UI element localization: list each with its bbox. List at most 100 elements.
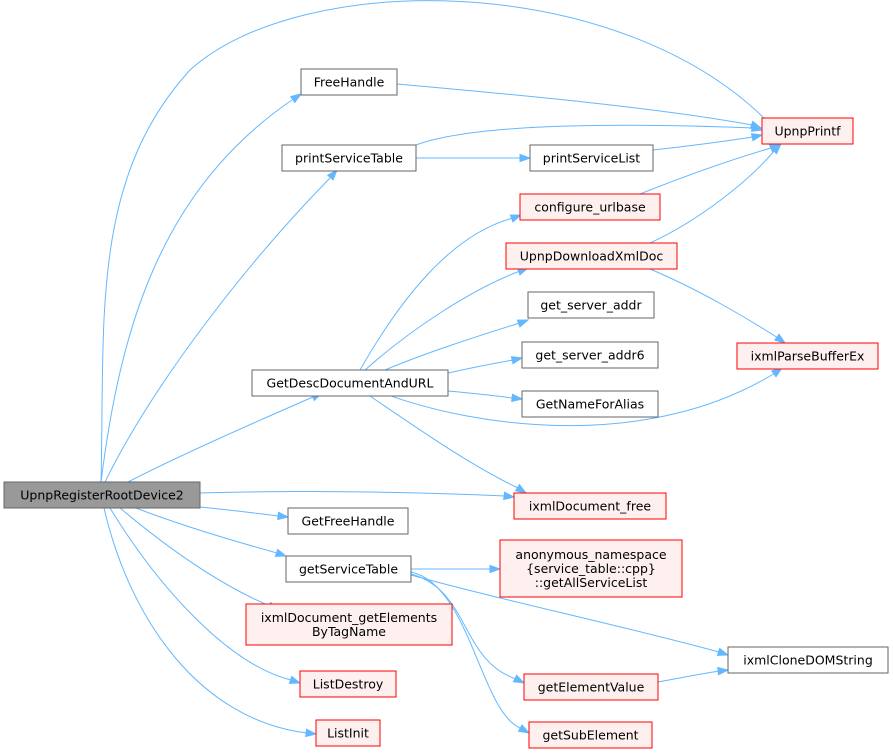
edge-line [410, 571, 521, 729]
node-getelementvalue[interactable]: getElementValue [523, 673, 659, 701]
arrowhead-icon [326, 168, 338, 181]
edge-root-to-listdestroy [109, 507, 302, 684]
arrowhead-icon [489, 564, 502, 574]
edge-freehandle-to-upnpprintf [396, 83, 763, 129]
node-box [519, 193, 661, 221]
node-box [251, 369, 449, 397]
node-box [287, 507, 409, 535]
edge-line [100, 99, 293, 483]
edge-getservicetable-to-ixmlclonedomstring [410, 574, 730, 656]
node-label: FreeHandle [314, 75, 385, 90]
arrowhead-icon [514, 483, 528, 494]
node-box [3, 481, 201, 509]
edge-line [447, 359, 514, 374]
arrowhead-icon [750, 123, 764, 132]
edge-line [410, 573, 517, 680]
edge-getservicetable-to-getelementvalue [410, 573, 526, 684]
node-label: UpnpRegisterRootDevice2 [20, 488, 183, 503]
arrowhead-icon [503, 491, 516, 501]
edge-line [379, 372, 776, 427]
node-label: get_server_addr6 [535, 348, 644, 363]
edge-getservicetable-to-getsubelement [410, 571, 531, 734]
arrowhead-icon [509, 214, 523, 223]
node-box [513, 492, 667, 520]
node-box [281, 144, 417, 172]
node-label: getSubElement [542, 728, 638, 743]
edge-line [447, 390, 514, 399]
node-getnameforalias[interactable]: GetNameForAlias [521, 390, 659, 418]
node-ixmlparsebufferex[interactable]: ixmlParseBufferEx [736, 342, 879, 370]
node-printservicelist[interactable]: printServiceList [529, 144, 654, 172]
edge-configureurlbase-to-upnpprintf [639, 143, 782, 195]
node-box [528, 721, 653, 749]
node-getservicetable[interactable]: getServiceTable [285, 555, 412, 583]
node-printservicetable[interactable]: printServiceTable [281, 144, 417, 172]
node-ixmlclonedomstring[interactable]: ixmlCloneDOMString [727, 646, 889, 674]
edge-getdescdocumentandurl-to-ixmldocumentfree [369, 395, 528, 494]
node-label: UpnpPrintf [774, 124, 841, 139]
node-getdescdocumentandurl[interactable]: GetDescDocumentAndURL [251, 369, 449, 397]
edge-line [109, 507, 292, 681]
node-box [299, 670, 397, 698]
node-configureurlbase[interactable]: configure_urlbase [519, 193, 661, 221]
node-label: getServiceTable [299, 562, 398, 577]
arrowhead-icon [716, 647, 730, 656]
edge-line [135, 507, 278, 554]
edge-line [657, 670, 720, 683]
edge-upnpdownloadxmldoc-to-upnpprintf [649, 142, 783, 244]
edge-line [649, 149, 776, 244]
node-getserveraddr[interactable]: get_server_addr [527, 291, 655, 319]
node-box [761, 117, 854, 145]
node-root[interactable]: UpnpRegisterRootDevice2 [3, 481, 201, 509]
node-box [521, 390, 659, 418]
edge-root-to-printservicetable [104, 168, 338, 483]
arrowhead-icon [288, 675, 302, 684]
arrowhead-icon [511, 393, 524, 403]
arrowhead-icon [512, 674, 526, 684]
node-label: configure_urlbase [534, 200, 646, 215]
node-label: ::getAllServiceList [535, 575, 648, 590]
edge-getdescdocumentandurl-to-getserveraddr [384, 319, 530, 371]
node-upnpprintf[interactable]: UpnpPrintf [761, 117, 854, 145]
node-label: ListInit [327, 726, 369, 741]
edge-line [199, 506, 280, 517]
node-box [529, 144, 654, 172]
node-box [285, 555, 412, 583]
edge-line [103, 507, 308, 734]
node-getallservicelist[interactable]: anonymous_namespace{service_table::cpp}:… [499, 539, 683, 598]
edge-printservicetable-to-upnpprintf [415, 123, 764, 146]
node-getserveraddr6[interactable]: get_server_addr6 [521, 341, 659, 369]
nodes-layer: UpnpRegisterRootDevice2 FreeHandle printSe… [3, 68, 889, 749]
node-box [300, 68, 398, 96]
edge-line [104, 177, 331, 483]
node-upnpdownloadxmldoc[interactable]: UpnpDownloadXmlDoc [505, 242, 678, 270]
node-label: ixmlParseBufferEx [751, 349, 865, 364]
arrowhead-icon [289, 93, 303, 104]
edge-line [364, 270, 521, 371]
node-getfreehandle[interactable]: GetFreeHandle [287, 507, 409, 535]
edge-line [119, 507, 271, 607]
node-ixmldocumentfree[interactable]: ixmlDocument_free [513, 492, 667, 520]
edge-line [127, 396, 314, 483]
edge-line [649, 268, 779, 339]
node-label: ByTagName [312, 624, 386, 639]
edge-getdescdocumentandurl-to-getnameforalias [447, 390, 524, 403]
node-label: ListDestroy [313, 677, 384, 692]
node-label: printServiceList [543, 151, 641, 166]
edge-root-to-ixmldocumentfree [199, 491, 516, 501]
edge-line [199, 491, 506, 497]
node-box [523, 673, 659, 701]
node-listdestroy[interactable]: ListDestroy [299, 670, 397, 698]
edge-getdescdocumentandurl-to-configureurlbase [359, 214, 523, 371]
node-getsubelement[interactable]: getSubElement [528, 721, 653, 749]
arrowhead-icon [770, 142, 783, 155]
node-freehandle[interactable]: FreeHandle [300, 68, 398, 96]
arrowhead-icon [277, 511, 290, 521]
edge-root-to-getdescdocumentandurl [127, 392, 324, 483]
node-listinit[interactable]: ListInit [315, 719, 381, 747]
node-box [505, 242, 678, 270]
edge-root-to-freehandle [100, 93, 303, 483]
edge-line [384, 322, 521, 371]
